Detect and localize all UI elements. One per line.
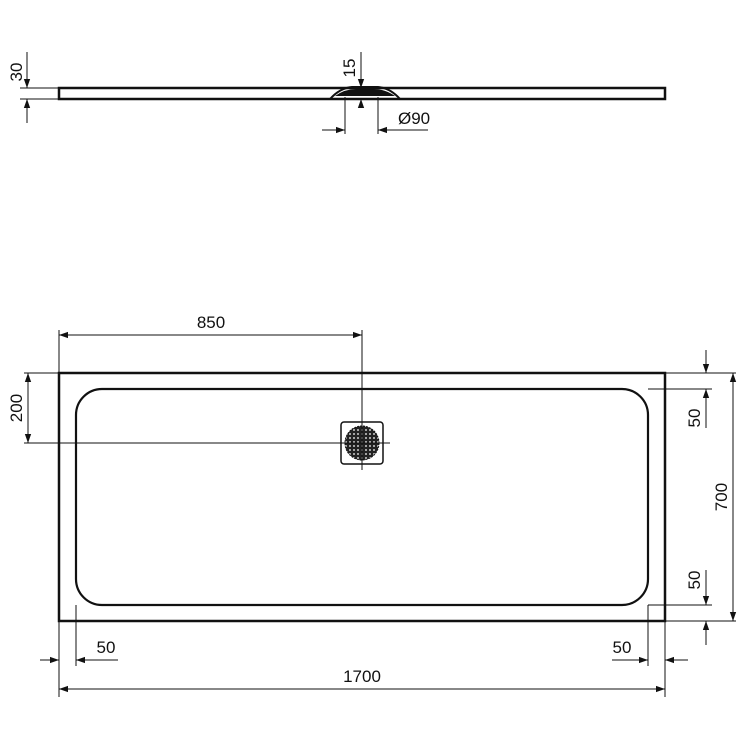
dim-drain-depth: 15: [340, 52, 365, 108]
rim-bottom-label: 50: [685, 571, 704, 590]
dim-length: 1700: [59, 667, 665, 693]
drain-diameter-label: Ø90: [398, 109, 430, 128]
dim-rim-bottom: 50: [648, 570, 736, 645]
dim-drain-diameter: Ø90: [322, 97, 430, 134]
drain-profile-fill: [335, 89, 395, 96]
side-view: 30 15 Ø90: [7, 52, 667, 134]
dim-drain-offset-x: 850: [58, 313, 363, 470]
dim-width: 700: [712, 373, 737, 621]
dim-rim-left: 50: [40, 605, 118, 697]
length-label: 1700: [343, 667, 381, 686]
dim-rim-right: 50: [612, 605, 688, 697]
drain-depth-label: 15: [340, 59, 359, 78]
dim-thickness: 30: [7, 52, 59, 123]
rim-top-label: 50: [685, 409, 704, 428]
dim-drain-offset-y: 200: [7, 372, 390, 444]
drain-offset-y-label: 200: [7, 394, 26, 422]
thickness-label: 30: [7, 63, 26, 82]
drain-offset-x-label: 850: [197, 313, 225, 332]
top-view: 850 200 50 700 50: [7, 313, 737, 697]
drain-profile: [329, 86, 401, 100]
rim-right-label: 50: [613, 638, 632, 657]
rim-left-label: 50: [97, 638, 116, 657]
dim-rim-top: 50: [648, 350, 736, 428]
width-label: 700: [712, 483, 731, 511]
